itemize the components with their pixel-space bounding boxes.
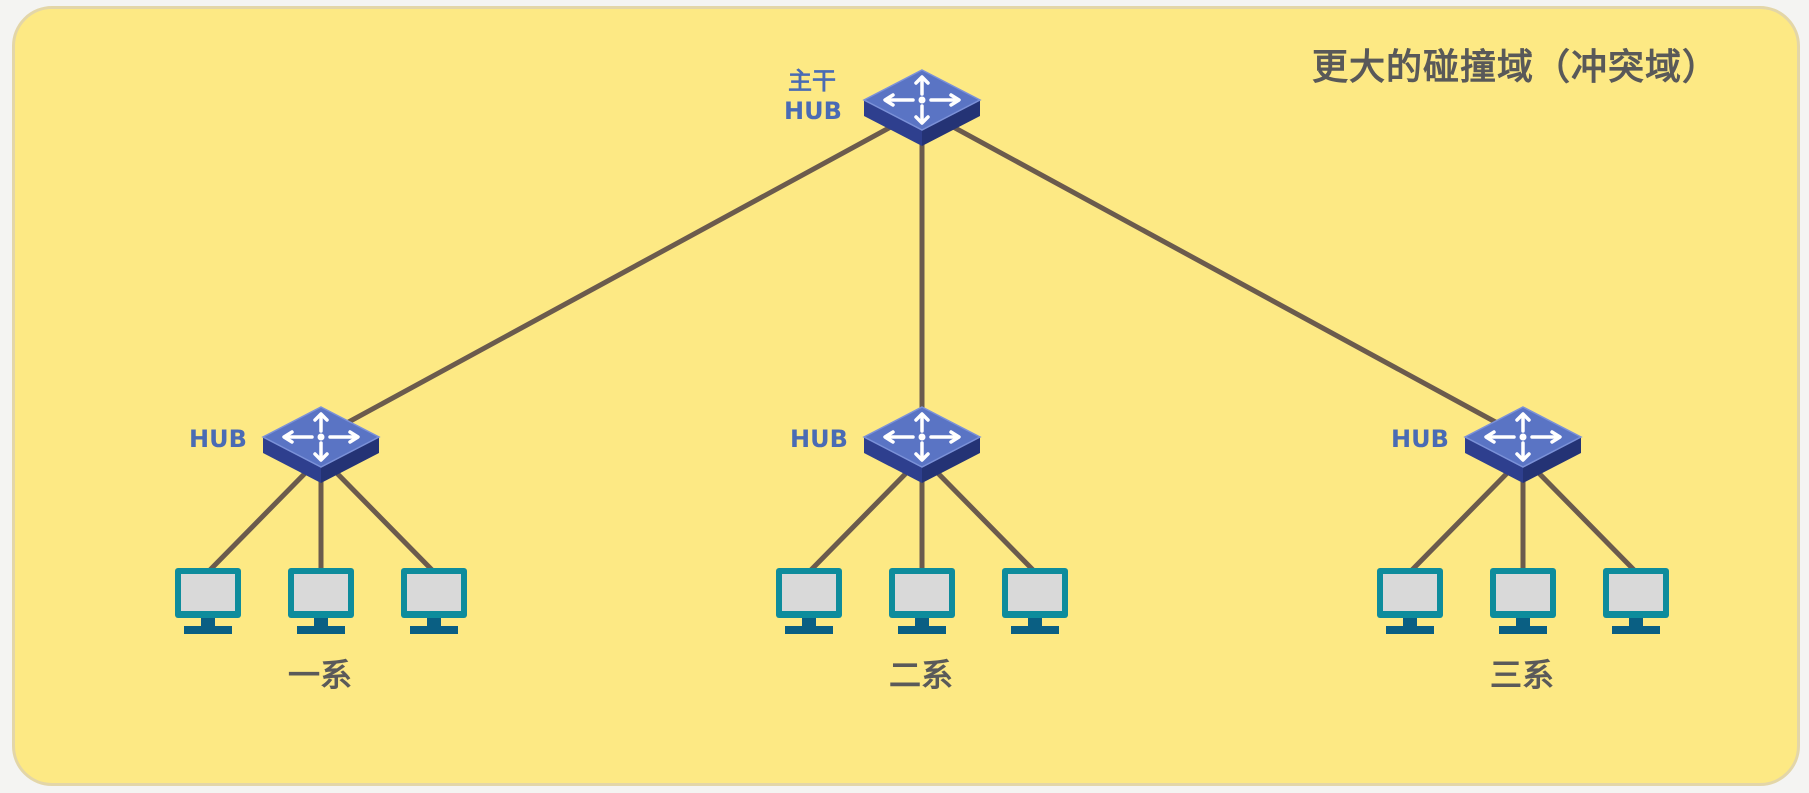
backbone-link-3	[919, 107, 1526, 440]
group-label-1: 一系	[287, 656, 353, 694]
group-label-2: 二系	[888, 656, 954, 694]
computer-icon-3-3	[1603, 568, 1669, 634]
diagram-title: 更大的碰撞域（冲突域）	[1311, 47, 1719, 88]
computer-icon-2-1	[776, 568, 842, 634]
hub-icon-2	[862, 406, 982, 483]
computer-icon-3-1	[1377, 568, 1443, 634]
pc-link-3-3	[1520, 454, 1639, 575]
backbone-hub-icon	[862, 69, 982, 146]
group-label-3: 三系	[1489, 656, 1555, 694]
pc-link-1-1	[205, 454, 324, 575]
hub-label-3: HUB	[1391, 425, 1449, 453]
pc-link-1-3	[318, 454, 437, 575]
pc-link-2-3	[919, 454, 1038, 575]
computer-icon-2-3	[1002, 568, 1068, 634]
hub-icon-3	[1463, 406, 1583, 483]
backbone-link-1	[318, 107, 925, 440]
computer-icon-1-3	[401, 568, 467, 634]
backbone-label-line1: 主干	[788, 67, 836, 95]
devices-layer	[175, 69, 1669, 634]
pc-link-2-1	[806, 454, 925, 575]
computer-icon-1-1	[175, 568, 241, 634]
backbone-label-line2: HUB	[784, 97, 842, 125]
hub-icon-1	[261, 406, 381, 483]
links-layer	[205, 107, 1639, 575]
hub-label-2: HUB	[790, 425, 848, 453]
pc-link-3-1	[1407, 454, 1526, 575]
backbone-hub-label: 主干 HUB	[784, 66, 842, 126]
computer-icon-3-2	[1490, 568, 1556, 634]
computer-icon-1-2	[288, 568, 354, 634]
computer-icon-2-2	[889, 568, 955, 634]
hub-label-1: HUB	[189, 425, 247, 453]
